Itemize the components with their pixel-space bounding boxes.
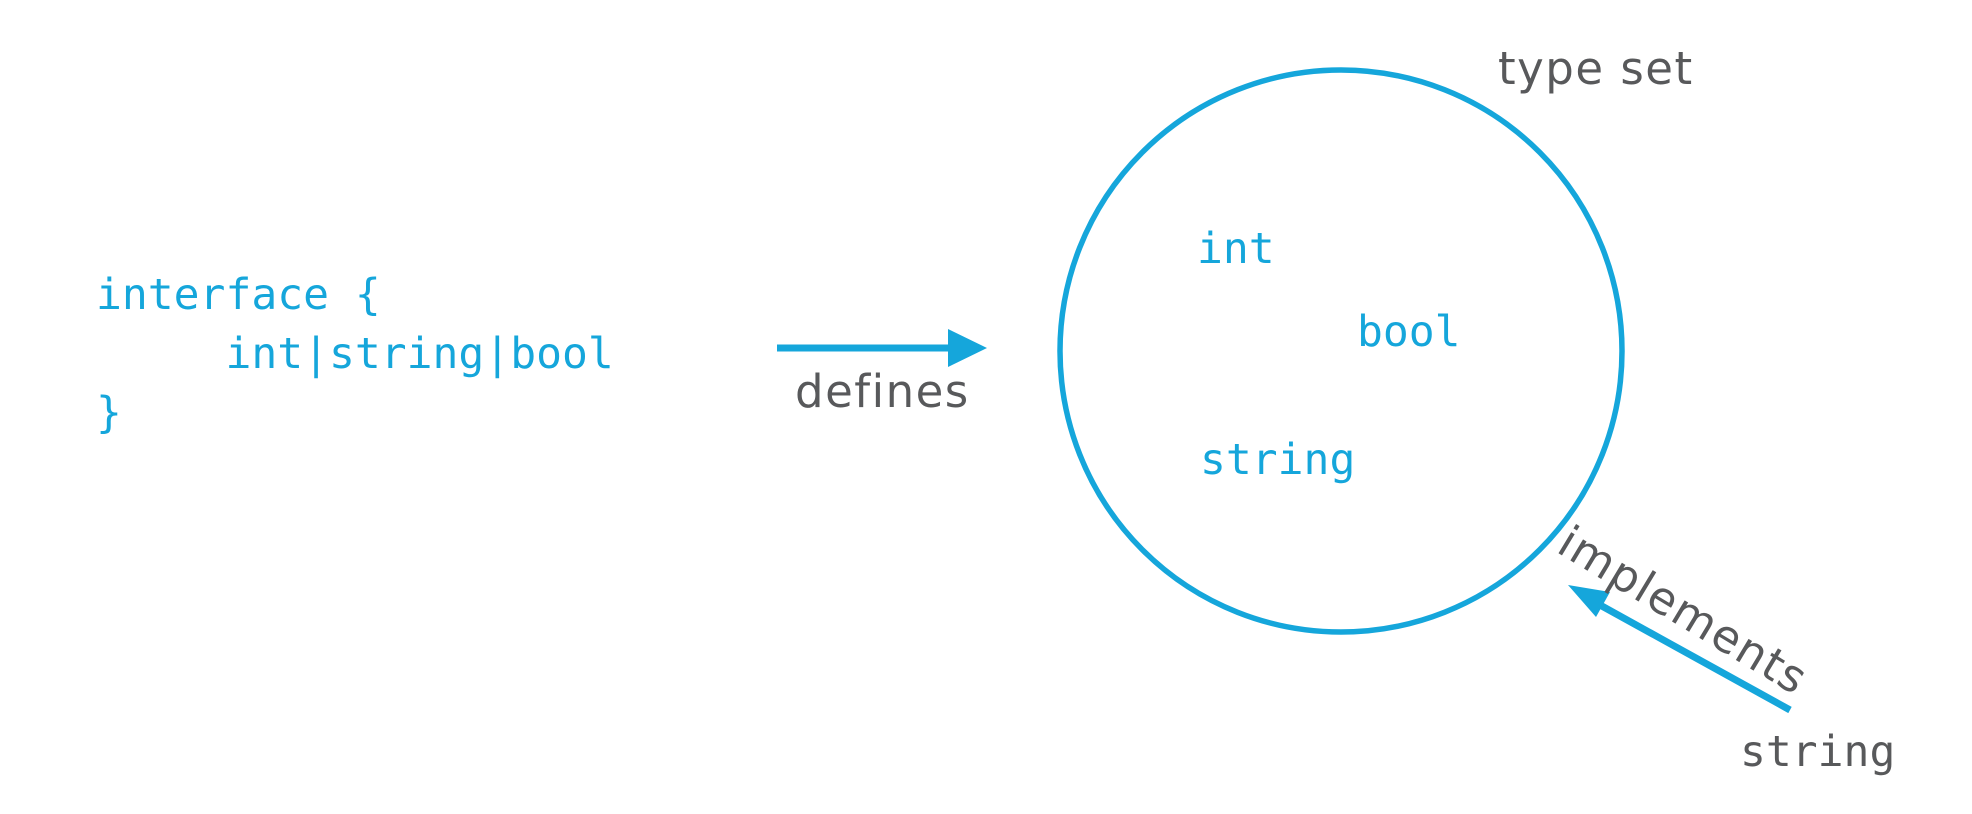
type-set-circle (1057, 67, 1625, 635)
interface-code-block: interface { int|string|bool } (96, 270, 614, 438)
type-set-member-string: string (1200, 435, 1356, 485)
defines-arrow-label: defines (795, 365, 970, 418)
type-set-member-bool: bool (1357, 307, 1461, 357)
implementer-type-string: string (1740, 727, 1896, 777)
type-set-title: type set (1498, 42, 1694, 95)
type-set-member-int: int (1197, 224, 1275, 274)
implements-arrow (1568, 585, 1792, 714)
defines-arrow (777, 329, 987, 367)
